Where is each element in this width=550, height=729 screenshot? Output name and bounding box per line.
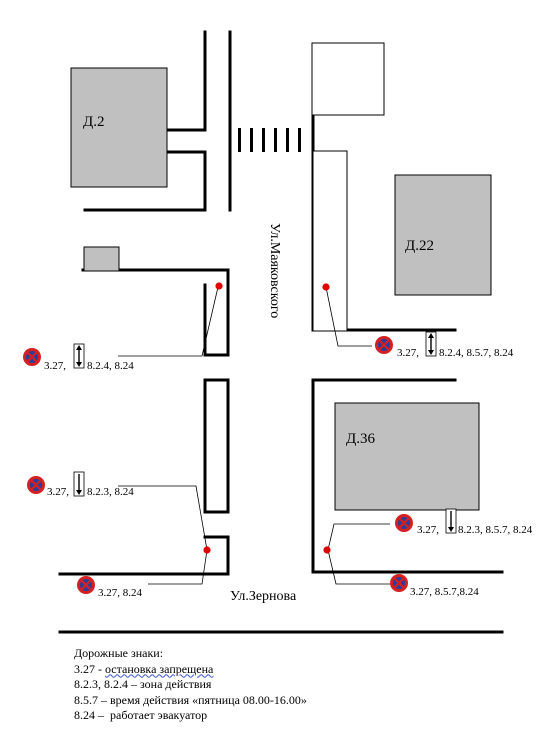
white-block: [311, 42, 385, 116]
legend: Дорожные знаки: 3.27 - остановка запреще…: [74, 646, 494, 724]
leader-line: [118, 485, 208, 551]
building-d36-label: Д.36: [346, 431, 375, 447]
sign-label: 8.2.3, 8.5.7, 8.24: [458, 524, 533, 536]
small-building: [83, 246, 120, 272]
road-edge: [311, 378, 457, 574]
building-d36: [334, 402, 480, 511]
down-arrow-icon: [445, 508, 457, 534]
legend-item: 8.5.7 – время действия «пятница 08.00-16…: [74, 692, 307, 707]
building-d2: [70, 67, 168, 188]
road-edge: [81, 268, 230, 357]
no-stopping-sign-icon: [388, 572, 410, 594]
road-edge: [203, 378, 230, 514]
road-edge: [58, 535, 230, 576]
parking-scheme-map: Д.2 Д.22 Д.36 Ул.Маяковского Ул.Зернова …: [21, 30, 533, 634]
sign-label: 8.2.4, 8.5.7, 8.24: [439, 347, 514, 359]
double-arrow-icon: [425, 331, 437, 357]
leader-line: [327, 523, 390, 551]
leader-line: [327, 549, 390, 585]
street-name-mayakovskogo: Ул.Маяковского: [267, 223, 282, 318]
legend-item: 8.2.3, 8.2.4 – зона действия: [74, 677, 212, 691]
sign-label: 8.2.3, 8.24: [87, 486, 134, 498]
no-stopping-sign-icon: [393, 512, 415, 534]
crosswalk: [238, 128, 301, 152]
sign-label: 3.27,: [44, 360, 66, 372]
leader-line: [118, 286, 219, 357]
no-stopping-sign-icon: [25, 474, 47, 496]
sign-label: 3.27, 8.5.7,8.24: [410, 586, 479, 598]
sign-label: 3.27, 8.24: [98, 587, 143, 599]
sign-label: 8.2.4, 8.24: [87, 360, 134, 372]
sign-label: 3.27,: [397, 347, 419, 359]
building-d2-label: Д.2: [83, 114, 104, 130]
down-arrow-icon: [73, 471, 85, 497]
leader-line: [148, 549, 208, 585]
legend-item: 3.27 - остановка запрещена: [74, 661, 214, 676]
sign-label: 3.27,: [47, 486, 69, 498]
double-arrow-icon: [73, 343, 85, 369]
no-stopping-sign-icon: [75, 574, 97, 596]
leader-line: [325, 286, 372, 347]
building-d22-label: Д.22: [405, 238, 434, 254]
red-dot-marker-icon: [203, 546, 211, 554]
no-stopping-sign-icon: [373, 334, 395, 356]
red-dot-marker-icon: [215, 282, 223, 290]
road-edge: [163, 30, 207, 132]
red-dot-marker-icon: [323, 546, 331, 554]
building-d22: [394, 174, 492, 296]
legend-title: Дорожные знаки:: [74, 646, 164, 660]
white-block: [312, 150, 348, 332]
sign-label: 3.27,: [417, 524, 439, 536]
legend-item: 8.24 – работает эвакуатор: [74, 708, 208, 722]
road-edge: [83, 150, 207, 212]
street-name-zernova: Ул.Зернова: [230, 589, 297, 604]
red-dot-marker-icon: [322, 283, 330, 291]
no-stopping-sign-icon: [21, 346, 43, 368]
